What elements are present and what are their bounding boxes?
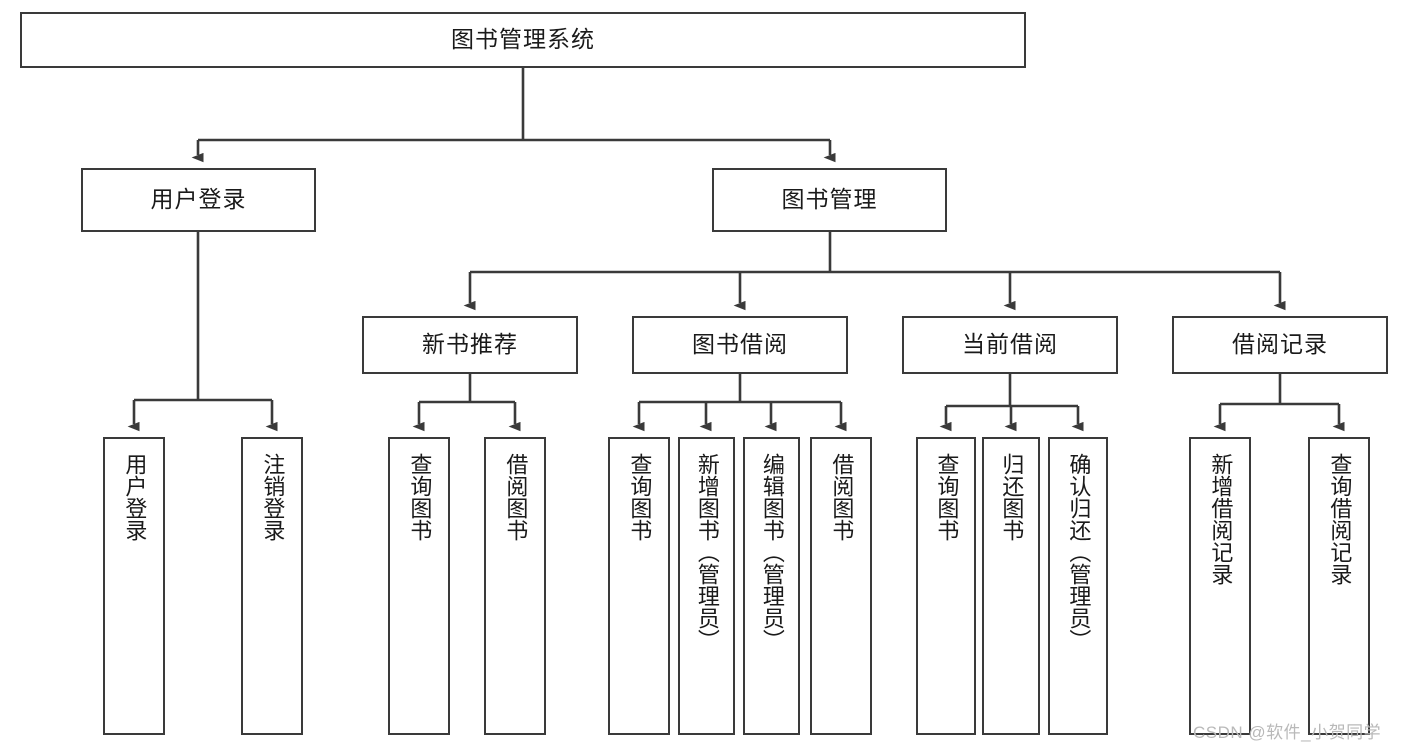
edges-bookmgmt-to-level3 — [463, 232, 1286, 311]
node-current-borrow[interactable]: 当前借阅 — [902, 316, 1118, 374]
leaf-search-borrow-record[interactable]: 查询借阅记录 — [1308, 437, 1370, 735]
leaf-add-book-admin[interactable]: 新增图书（管理员） — [678, 437, 735, 735]
edges-borrow-to-leaves — [632, 374, 847, 432]
leaf-user-login-label: 用户登录 — [122, 453, 148, 541]
leaf-edit-book-admin-label: 编辑图书（管理员） — [759, 453, 785, 651]
leaf-return-book-label: 归还图书 — [999, 453, 1025, 541]
leaf-logout-label: 注销登录 — [260, 453, 286, 541]
leaf-borrow-book[interactable]: 借阅图书 — [810, 437, 872, 735]
node-root-label: 图书管理系统 — [451, 26, 595, 53]
edges-newbook-to-leaves — [412, 374, 521, 432]
leaf-edit-book-admin[interactable]: 编辑图书（管理员） — [743, 437, 800, 735]
node-book-management-label: 图书管理 — [781, 186, 878, 213]
node-book-borrow[interactable]: 图书借阅 — [632, 316, 848, 374]
leaf-add-borrow-record[interactable]: 新增借阅记录 — [1189, 437, 1251, 735]
csdn-watermark: CSDN @软件_小贺同学 — [1193, 723, 1382, 742]
leaf-search-book-current[interactable]: 查询图书 — [916, 437, 976, 735]
leaf-confirm-return-admin-label: 确认归还（管理员） — [1066, 453, 1092, 651]
leaf-search-book-current-label: 查询图书 — [934, 453, 960, 541]
leaf-search-book-recommend[interactable]: 查询图书 — [388, 437, 450, 735]
edges-current-to-leaves — [939, 374, 1084, 432]
node-borrow-records-label: 借阅记录 — [1232, 331, 1328, 358]
node-current-borrow-label: 当前借阅 — [962, 331, 1058, 358]
leaf-return-book[interactable]: 归还图书 — [982, 437, 1040, 735]
node-book-management[interactable]: 图书管理 — [712, 168, 947, 232]
node-borrow-records[interactable]: 借阅记录 — [1172, 316, 1388, 374]
leaf-search-book-borrow-label: 查询图书 — [627, 453, 653, 541]
leaf-borrow-book-recommend-label: 借阅图书 — [503, 453, 529, 541]
leaf-add-book-admin-label: 新增图书（管理员） — [694, 453, 720, 651]
leaf-add-borrow-record-label: 新增借阅记录 — [1208, 453, 1234, 585]
leaf-user-login[interactable]: 用户登录 — [103, 437, 165, 735]
node-user-login[interactable]: 用户登录 — [81, 168, 316, 232]
edges-records-to-leaves — [1213, 374, 1345, 432]
leaf-borrow-book-recommend[interactable]: 借阅图书 — [484, 437, 546, 735]
node-new-book-recommend[interactable]: 新书推荐 — [362, 316, 578, 374]
leaf-borrow-book-label: 借阅图书 — [829, 453, 855, 541]
node-user-login-label: 用户登录 — [150, 186, 247, 213]
edges-userlogin-to-leaves — [127, 232, 278, 432]
leaf-confirm-return-admin[interactable]: 确认归还（管理员） — [1048, 437, 1108, 735]
leaf-search-book-borrow[interactable]: 查询图书 — [608, 437, 670, 735]
node-new-book-recommend-label: 新书推荐 — [422, 331, 518, 358]
leaf-logout[interactable]: 注销登录 — [241, 437, 303, 735]
leaf-search-book-recommend-label: 查询图书 — [407, 453, 433, 541]
leaf-search-borrow-record-label: 查询借阅记录 — [1327, 453, 1353, 585]
node-root[interactable]: 图书管理系统 — [20, 12, 1026, 68]
node-book-borrow-label: 图书借阅 — [692, 331, 788, 358]
edges-root-to-level2 — [191, 68, 836, 163]
